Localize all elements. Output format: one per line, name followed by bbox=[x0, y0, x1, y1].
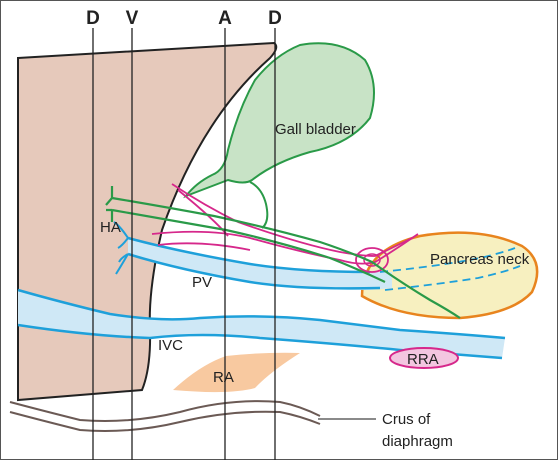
label-pancreas-neck: Pancreas neck bbox=[430, 251, 530, 268]
pv-dashed-lower bbox=[384, 265, 521, 291]
label-ha: HA bbox=[100, 219, 121, 236]
pv-lower-edge bbox=[127, 252, 381, 290]
label-pv: PV bbox=[192, 274, 212, 291]
axis-label-d-left: D bbox=[86, 8, 100, 29]
ra-shape bbox=[173, 352, 300, 393]
artery-lower bbox=[157, 242, 251, 251]
artery-right-arm bbox=[371, 233, 419, 265]
axis-label-a: A bbox=[218, 8, 232, 29]
bile-duct-left-end bbox=[105, 186, 114, 222]
pv-vessel bbox=[128, 238, 392, 290]
pv-left-end bbox=[113, 221, 129, 275]
gall-bladder-shape bbox=[183, 42, 375, 199]
crus-line-1 bbox=[9, 400, 321, 422]
artery-ring-outer bbox=[355, 247, 389, 273]
label-ra: RA bbox=[213, 369, 234, 386]
ivc-lower-edge bbox=[17, 323, 503, 360]
bile-duct-lower bbox=[111, 208, 386, 283]
artery-upper bbox=[171, 183, 413, 257]
ivc-vessel bbox=[18, 290, 505, 358]
crus-line-2 bbox=[9, 410, 321, 432]
bile-duct-main bbox=[111, 196, 461, 319]
cystic-duct bbox=[249, 181, 269, 229]
pv-dashed-upper bbox=[379, 247, 516, 273]
axis-label-d-right: D bbox=[268, 8, 282, 29]
pv-upper-edge bbox=[127, 236, 371, 274]
label-rra: RRA bbox=[407, 351, 439, 368]
label-ivc: IVC bbox=[158, 337, 183, 354]
label-crus-line2: diaphragm bbox=[382, 433, 453, 450]
axis-label-v: V bbox=[126, 8, 139, 29]
label-crus-line1: Crus of bbox=[382, 411, 431, 428]
label-gall-bladder: Gall bladder bbox=[275, 121, 356, 138]
artery-ring-inner bbox=[363, 253, 381, 267]
ivc-upper-edge bbox=[17, 288, 506, 340]
rra-ellipse bbox=[389, 347, 459, 369]
